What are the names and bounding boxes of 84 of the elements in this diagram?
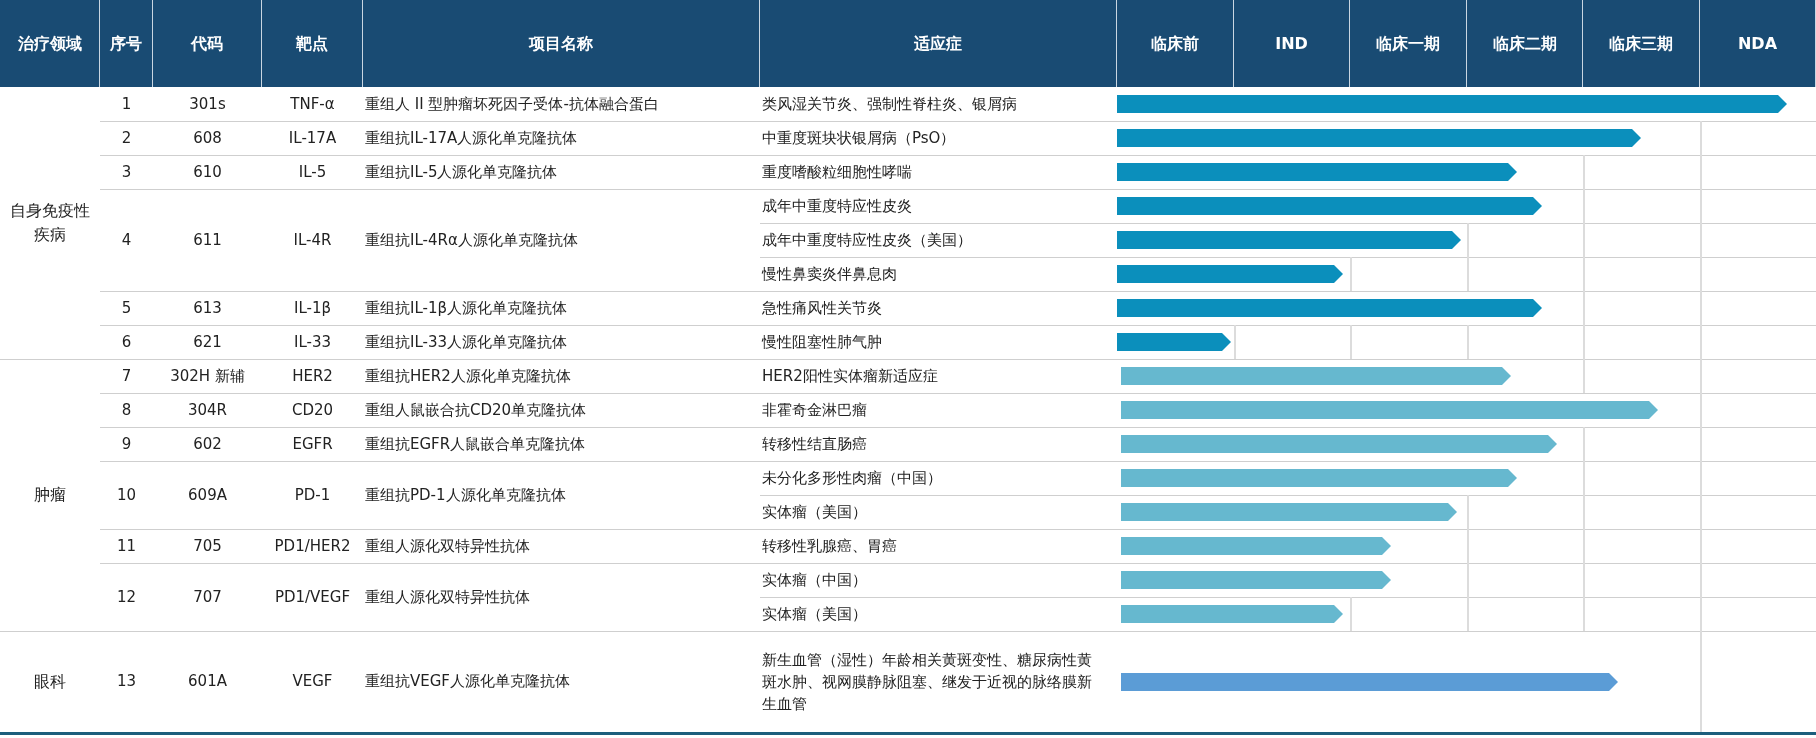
project-name: 重组抗IL-5人源化单克隆抗体 xyxy=(365,161,558,183)
row-number: 12 xyxy=(116,586,137,608)
project-name: 重组人 II 型肿瘤坏死因子受体-抗体融合蛋白 xyxy=(365,93,659,115)
target-name: IL-17A xyxy=(288,127,337,149)
indication-text: 中重度斑块状银屑病（PsO） xyxy=(762,128,956,149)
drug-code: 601A xyxy=(188,671,227,693)
drug-code: 301s xyxy=(189,93,226,115)
project-name: 重组抗IL-33人源化单克隆抗体 xyxy=(365,331,568,353)
drug-code: 602 xyxy=(193,433,222,455)
indication-text: 转移性结直肠癌 xyxy=(762,434,867,455)
row-number: 10 xyxy=(116,484,137,506)
drug-code: 610 xyxy=(193,161,222,183)
row-number: 7 xyxy=(121,365,132,387)
project-name: 重组抗IL-1β人源化单克隆抗体 xyxy=(365,297,568,319)
indication-text: 新生血管（湿性）年龄相关黄斑变性、糖尿病性黄斑水肿、视网膜静脉阻塞、继发于近视的脉络膜新生血管 xyxy=(762,649,1092,715)
target-name: IL-5 xyxy=(298,161,327,183)
drug-code: 302H 新辅 xyxy=(170,365,245,387)
drug-code: 613 xyxy=(193,297,222,319)
target-name: IL-1β xyxy=(293,297,331,319)
target-name: EGFR xyxy=(292,433,333,455)
column-header: 项目名称 xyxy=(363,0,760,87)
therapy-area-label: 眼科 xyxy=(33,670,67,693)
project-name: 重组抗PD-1人源化单克隆抗体 xyxy=(365,484,566,506)
column-header: 治疗领域 xyxy=(0,0,100,87)
indication-text: 实体瘤（中国） xyxy=(762,570,867,591)
row-number: 3 xyxy=(121,161,132,183)
indication-text: 慢性阻塞性肺气肿 xyxy=(762,332,882,353)
project-name: 重组抗VEGF人源化单克隆抗体 xyxy=(365,671,570,693)
drug-code: 609A xyxy=(188,484,227,506)
column-header: 代码 xyxy=(153,0,262,87)
column-header: 靶点 xyxy=(262,0,363,87)
row-number: 8 xyxy=(121,399,132,421)
indication-text: 慢性鼻窦炎伴鼻息肉 xyxy=(762,264,897,285)
target-name: PD1/VEGF xyxy=(274,586,351,608)
project-name: 重组抗EGFR人鼠嵌合单克隆抗体 xyxy=(365,433,586,455)
indication-text: 重度嗜酸粒细胞性哮喘 xyxy=(762,162,912,183)
column-header: 序号 xyxy=(100,0,153,87)
column-header: 临床二期 xyxy=(1467,0,1583,87)
project-name: 重组人鼠嵌合抗CD20单克隆抗体 xyxy=(365,399,587,421)
drug-code: 705 xyxy=(193,535,222,557)
row-number: 9 xyxy=(121,433,132,455)
indication-text: 转移性乳腺癌、胃癌 xyxy=(762,536,897,557)
therapy-area-label: 自身免疫性疾病 xyxy=(9,200,91,246)
column-header: 临床三期 xyxy=(1583,0,1700,87)
row-number: 11 xyxy=(116,535,137,557)
target-name: PD-1 xyxy=(294,484,331,506)
project-name: 重组人源化双特异性抗体 xyxy=(365,535,530,557)
column-header: NDA xyxy=(1700,0,1816,87)
column-header: 适应症 xyxy=(760,0,1117,87)
project-name: 重组人源化双特异性抗体 xyxy=(365,586,530,608)
column-header: 临床前 xyxy=(1117,0,1234,87)
target-name: VEGF xyxy=(292,671,333,693)
column-header: 临床一期 xyxy=(1350,0,1467,87)
indication-text: 成年中重度特应性皮炎（美国） xyxy=(762,230,972,251)
indication-text: 成年中重度特应性皮炎 xyxy=(762,196,912,217)
drug-code: 608 xyxy=(193,127,222,149)
row-number: 1 xyxy=(121,93,132,115)
drug-code: 707 xyxy=(193,586,222,608)
row-number: 5 xyxy=(121,297,132,319)
indication-text: 实体瘤（美国） xyxy=(762,604,867,625)
drug-code: 611 xyxy=(193,229,222,251)
project-name: 重组抗IL-17A人源化单克隆抗体 xyxy=(365,127,578,149)
indication-text: 急性痛风性关节炎 xyxy=(762,298,882,319)
target-name: CD20 xyxy=(291,399,334,421)
indication-text: HER2阳性实体瘤新适应症 xyxy=(762,366,938,387)
row-number: 2 xyxy=(121,127,132,149)
indication-text: 未分化多形性肉瘤（中国） xyxy=(762,468,942,489)
drug-code: 304R xyxy=(187,399,228,421)
project-name: 重组抗IL-4Rα人源化单克隆抗体 xyxy=(365,229,578,251)
target-name: TNF-α xyxy=(290,93,335,115)
indication-text: 实体瘤（美国） xyxy=(762,502,867,523)
therapy-area-label: 肿瘤 xyxy=(33,484,67,506)
indication-text: 类风湿关节炎、强制性脊柱炎、银屑病 xyxy=(762,94,1017,115)
target-name: HER2 xyxy=(292,365,333,387)
target-name: IL-4R xyxy=(293,229,332,251)
indication-text: 非霍奇金淋巴瘤 xyxy=(762,400,867,421)
row-number: 6 xyxy=(121,331,132,353)
project-name: 重组抗HER2人源化单克隆抗体 xyxy=(365,365,571,387)
row-number: 4 xyxy=(121,229,132,251)
row-number: 13 xyxy=(116,671,137,693)
target-name: PD1/HER2 xyxy=(274,535,351,557)
column-header: IND xyxy=(1234,0,1350,87)
target-name: IL-33 xyxy=(294,331,331,353)
drug-code: 621 xyxy=(193,331,222,353)
